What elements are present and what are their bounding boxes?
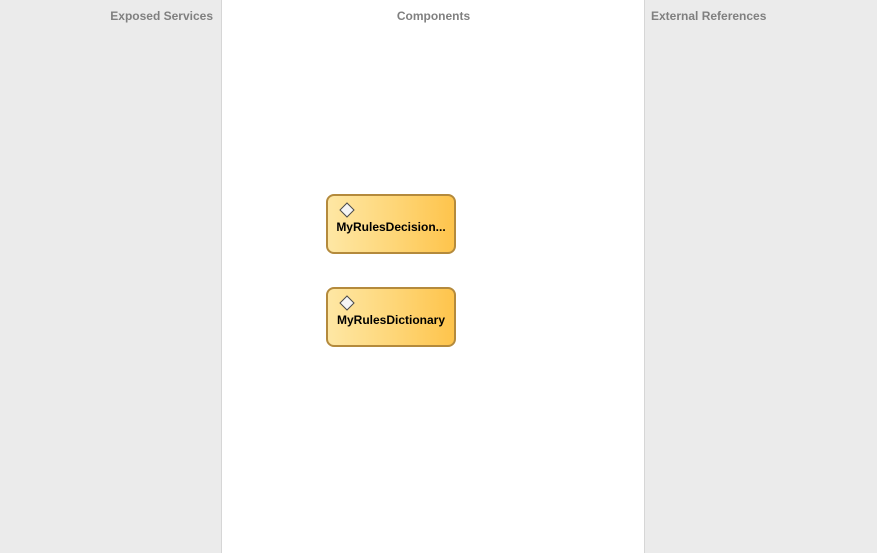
component-myrulesdecision[interactable]: MyRulesDecision... — [326, 194, 456, 254]
component-label: MyRulesDecision... — [336, 220, 446, 234]
components-title: Components — [396, 9, 471, 23]
exposed-services-title: Exposed Services — [110, 9, 213, 23]
external-references-title: External References — [651, 9, 767, 23]
exposed-services-lane[interactable]: Exposed Services — [0, 0, 222, 553]
external-references-lane[interactable]: External References — [644, 0, 877, 553]
component-myrulesdictionary[interactable]: MyRulesDictionary — [326, 287, 456, 347]
diamond-icon — [339, 202, 355, 218]
components-lane[interactable]: Components — [222, 0, 645, 553]
diamond-icon — [339, 295, 355, 311]
component-label: MyRulesDictionary — [336, 313, 446, 327]
